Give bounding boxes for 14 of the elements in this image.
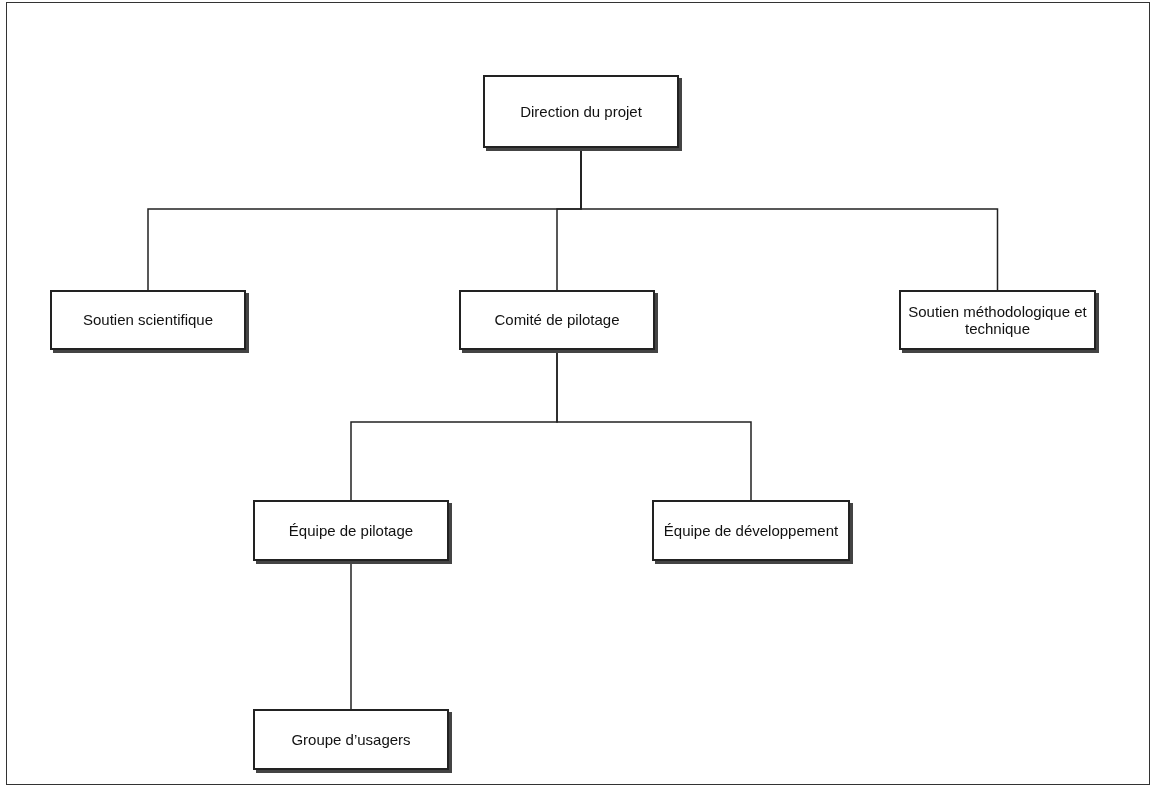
org-box [253, 500, 449, 561]
org-box [459, 290, 655, 350]
org-box [50, 290, 246, 350]
box-label: Équipe de pilotage [288, 521, 414, 540]
org-box [652, 500, 850, 561]
org-box [253, 709, 449, 770]
box-label: Comité de pilotage [494, 311, 620, 329]
box-label: Soutien méthodologique et technique [907, 302, 1088, 338]
box-label: Soutien scientifique [82, 311, 214, 329]
org-box [899, 290, 1096, 350]
box-label: Équipe de développement [663, 521, 839, 540]
box-label: Groupe d’usagers [291, 730, 411, 749]
box-label: Direction du projet [520, 102, 642, 121]
org-box [483, 75, 679, 148]
